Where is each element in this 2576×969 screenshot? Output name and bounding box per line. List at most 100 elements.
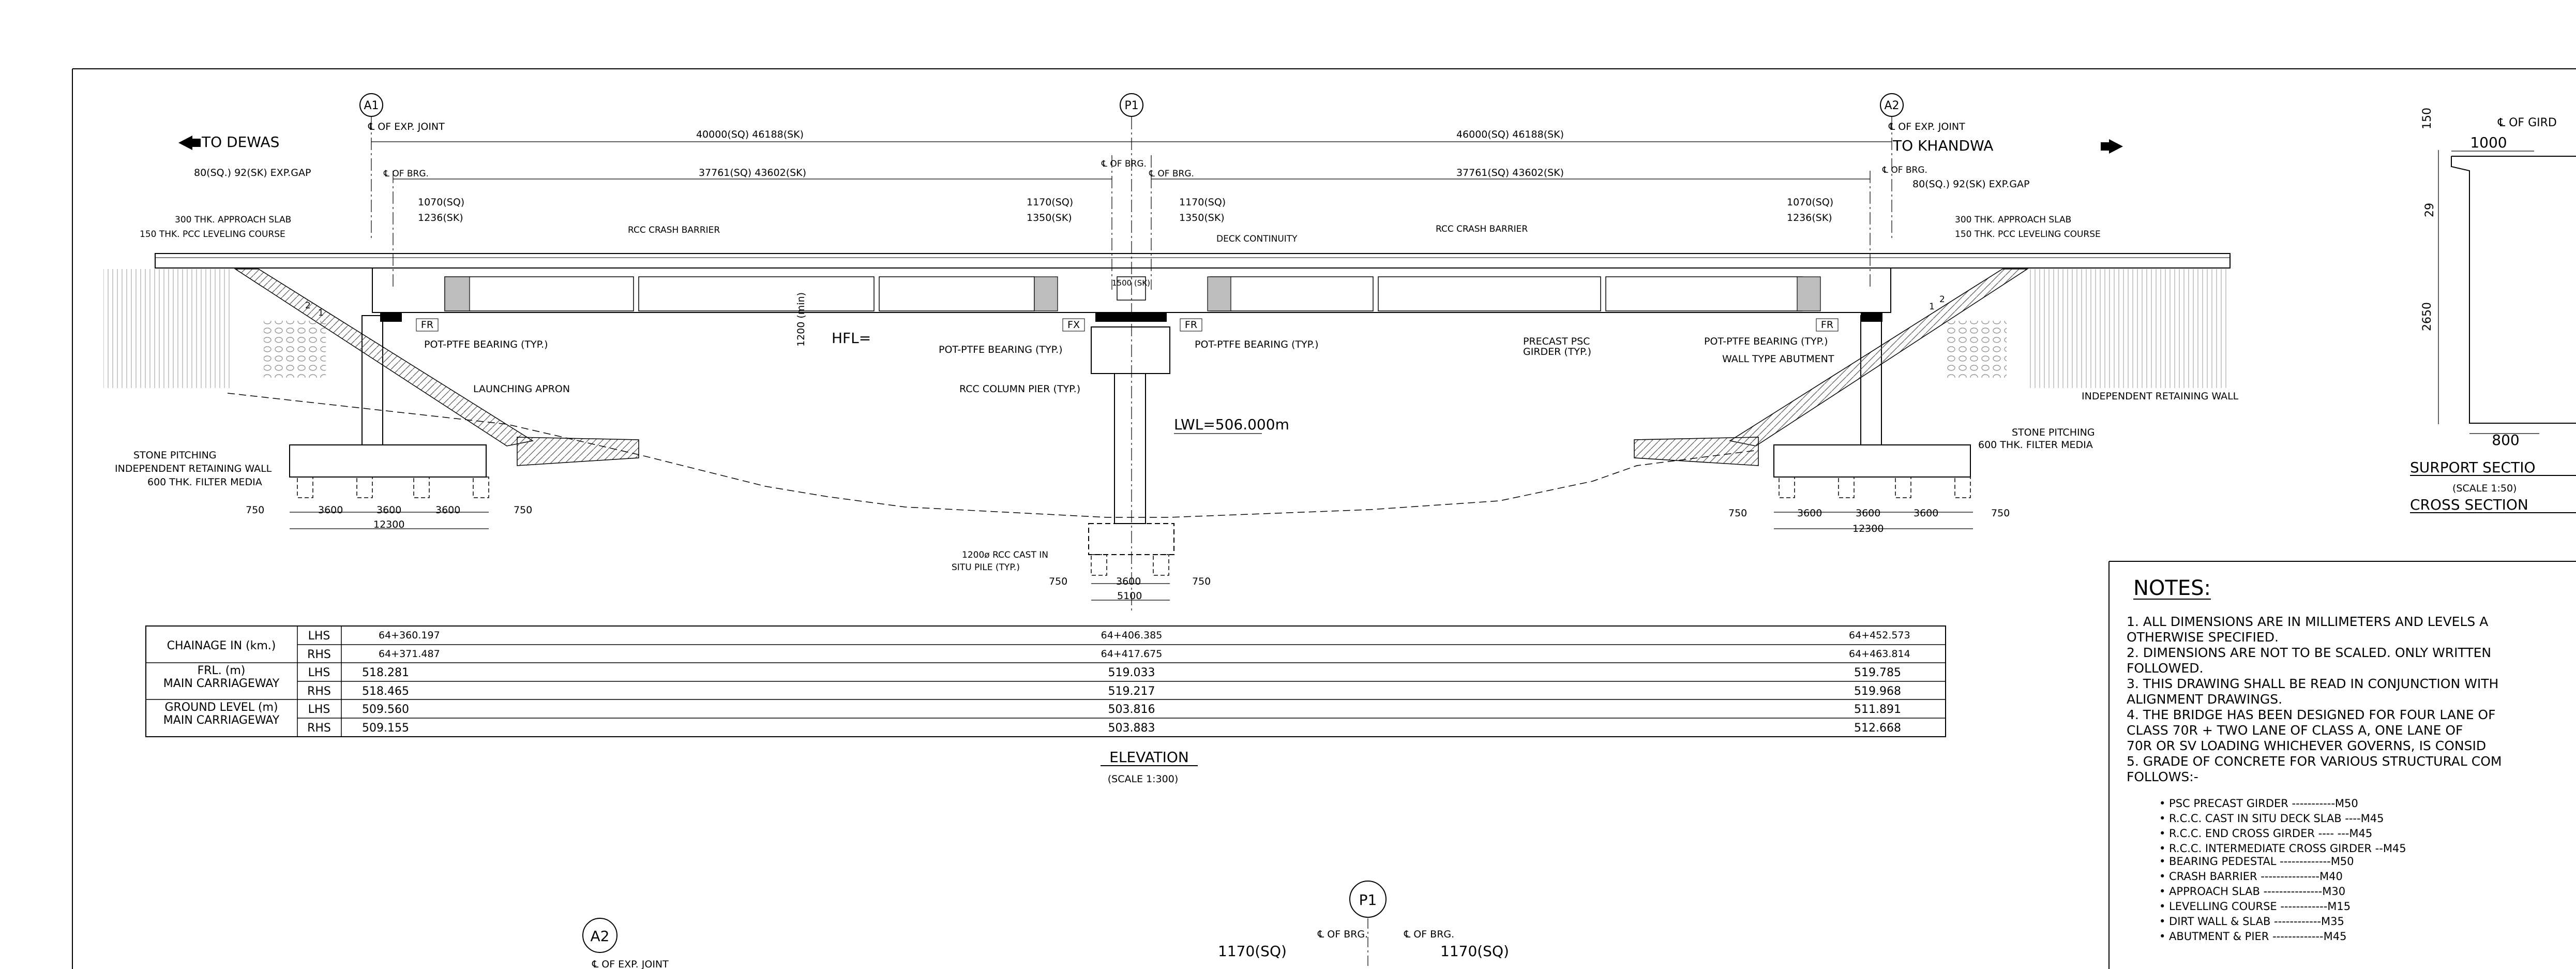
span1-overall-dim: 40000(SQ) 46188(SK)	[696, 129, 804, 140]
bearing-label-left: POT-PTFE BEARING (TYP.)	[424, 339, 548, 350]
dim-3600-l3: 3600	[435, 504, 460, 516]
dim-1000: 1000	[2470, 134, 2507, 151]
dim-1170-pr: 1170(SQ)	[1179, 197, 1226, 208]
side-4: LHS	[308, 703, 330, 716]
exp-gap-left: 80(SQ.) 92(SK) EXP.GAP	[194, 167, 311, 178]
precast-girder-label-1: PRECAST PSC	[1523, 336, 1590, 347]
bearing-label-pier-left: POT-PTFE BEARING (TYP.)	[939, 344, 1063, 355]
support-section: ℄ OF GIRD 1000 150 29 2650 800 SURPORT S…	[2410, 108, 2576, 513]
plan-a2-label: A2	[591, 928, 610, 945]
pile-label-1: 1200ø RCC CAST IN	[962, 550, 1048, 560]
abutment-footing-right	[1773, 444, 1971, 478]
pcc-leveling-right: 150 THK. PCC LEVELING COURSE	[1955, 229, 2101, 240]
exp-joint-label-right: ℄ OF EXP. JOINT	[1888, 121, 1965, 132]
grid-label-p1: P1	[1124, 99, 1138, 112]
lwl-label: LWL=506.000m	[1174, 416, 1289, 433]
direction-right-label: TO KHANDWA	[1892, 137, 1993, 154]
crash-barrier-left: RCC CRASH BARRIER	[628, 225, 720, 235]
dim-750-r1: 750	[1728, 508, 1747, 519]
svg-text:• LEVELLING COURSE -----------: • LEVELLING COURSE ------------M15	[2159, 900, 2351, 913]
levels-table: CHAINAGE IN (km.) FRL. (m) MAIN CARRIAGE…	[145, 625, 1946, 785]
direction-left-label: TO DEWAS	[201, 133, 279, 151]
fr-tag-left: FR	[416, 318, 439, 332]
notes-panel: NOTES: 1. ALL DIMENSIONS ARE IN MILLIMET…	[2108, 561, 2576, 969]
dim-29: 29	[2423, 203, 2436, 217]
centre-lines	[371, 117, 1892, 610]
grid-marker-p1: P1	[1120, 93, 1143, 117]
brg-label-p1b: ℄ OF BRG.	[1149, 169, 1194, 179]
span2-brg-dim: 37761(SQ) 43602(SK)	[1456, 167, 1564, 178]
pile-cap	[1088, 523, 1174, 555]
cell-1-p1: 64+417.675	[1101, 648, 1163, 660]
dim-5100: 5100	[1117, 590, 1142, 602]
plan-brg-right: ℄ OF BRG.	[1404, 929, 1454, 940]
dim-750-l2: 750	[514, 504, 532, 516]
svg-text:FX: FX	[1067, 319, 1080, 331]
ground-hatch-right	[2027, 269, 2230, 388]
abutment-wall-right	[1860, 315, 1882, 445]
dim-150: 150	[2421, 108, 2434, 129]
side-3: RHS	[307, 685, 331, 698]
plan-view: A2 ℄ OF EXP. JOINT P1 ℄ OF BRG. ℄ OF BRG…	[582, 881, 1509, 969]
svg-text:5. GRADE OF CONCRETE FOR: 5. GRADE OF CONCRETE FOR VARIOUS STRUCTU…	[2127, 754, 2502, 769]
girder-section-outline	[2451, 156, 2576, 424]
side-2: LHS	[308, 666, 330, 679]
direction-left-arrow-icon	[178, 136, 201, 150]
elevation-scale: (SCALE 1:300)	[1108, 773, 1179, 785]
side-5: RHS	[307, 722, 331, 735]
dim-800: 800	[2492, 431, 2519, 449]
cell-5-a1: 509.155	[362, 722, 409, 735]
plan-exp-joint: ℄ OF EXP. JOINT	[592, 959, 669, 969]
dim-2650: 2650	[2421, 302, 2434, 331]
plan-p1-label: P1	[1359, 891, 1377, 908]
filter-media-label-right: 600 THK. FILTER MEDIA	[1978, 439, 2093, 451]
filter-media-label-left: 600 THK. FILTER MEDIA	[147, 476, 262, 488]
svg-text:• R.C.C. CAST IN SITU DECK SLA: • R.C.C. CAST IN SITU DECK SLAB ----M45	[2159, 812, 2384, 825]
cell-3-p1: 519.217	[1108, 685, 1155, 698]
dim-1350-pl: 1350(SK)	[1027, 212, 1072, 223]
dim-1350-pr: 1350(SK)	[1179, 212, 1225, 223]
row-label-frl: FRL. (m)	[198, 664, 246, 677]
dim-750-p2: 750	[1192, 576, 1211, 587]
dim-1236-left: 1236(SK)	[418, 212, 463, 223]
svg-text:FOLLOWS:-: FOLLOWS:-	[2127, 769, 2198, 784]
row-label-frl-mc: MAIN CARRIAGEWAY	[163, 677, 280, 690]
brg-label-p1a: ℄ OF BRG.	[1101, 159, 1147, 169]
dim-1070-left: 1070(SQ)	[418, 197, 464, 208]
column-pier-label: RCC COLUMN PIER (TYP.)	[959, 383, 1080, 395]
stone-pitching-label-left: STONE PITCHING	[133, 450, 217, 461]
grid-marker-a1: A1	[359, 93, 383, 117]
elevation-title: ELEVATION	[1109, 749, 1189, 766]
cell-3-a1: 518.465	[362, 685, 409, 698]
svg-text:• PSC PRECAST GIRDER ---------: • PSC PRECAST GIRDER -----------M50	[2159, 797, 2358, 810]
hfl-dim: 1200 (min)	[795, 292, 807, 347]
svg-text:• R.C.C. END CROSS GIRDER ----: • R.C.C. END CROSS GIRDER ---- ---M45	[2159, 827, 2372, 840]
svg-text:• ABUTMENT & PIER ------------: • ABUTMENT & PIER -------------M45	[2159, 930, 2346, 943]
cell-2-p1: 519.033	[1108, 666, 1155, 679]
dim-750-r2: 750	[1991, 508, 2010, 519]
fr-tag-pier: FR	[1180, 318, 1202, 332]
svg-text:FR: FR	[421, 319, 433, 331]
stone-pitching-label-right: STONE PITCHING	[2012, 427, 2095, 438]
slope-2-right: 2	[1939, 294, 1945, 305]
dim-3600-l2: 3600	[376, 504, 401, 516]
cell-2-a2: 519.785	[1854, 666, 1901, 679]
brg-label-a1: ℄ OF BRG.	[383, 169, 429, 179]
span2-overall-dim: 46000(SQ) 46188(SK)	[1456, 129, 1564, 140]
svg-text:2. DIMENSIONS ARE NOT TO: 2. DIMENSIONS ARE NOT TO BE SCALED. ONLY…	[2127, 645, 2491, 660]
cell-0-a2: 64+452.573	[1849, 630, 1910, 641]
cell-1-a2: 64+463.814	[1849, 648, 1910, 660]
cell-0-a1: 64+360.197	[379, 630, 440, 641]
slope-1-left: 1	[318, 308, 324, 318]
pcc-leveling-left: 150 THK. PCC LEVELING COURSE	[140, 229, 285, 240]
concrete-grades: • PSC PRECAST GIRDER -----------M50 • R.…	[2159, 797, 2406, 943]
cell-1-a1: 64+371.487	[379, 648, 440, 660]
bearing-label-pier-right: POT-PTFE BEARING (TYP.)	[1195, 339, 1319, 350]
cell-4-a1: 509.560	[362, 703, 409, 716]
pier-cap-dim: 1500 (SK)	[1112, 278, 1150, 288]
svg-text:• BEARING PEDESTAL -----------: • BEARING PEDESTAL -------------M50	[2159, 855, 2354, 868]
precast-girder-label-2: GIRDER (TYP.)	[1523, 346, 1591, 357]
dim-12300-right: 12300	[1852, 523, 1884, 534]
brg-label-a2: ℄ OF BRG.	[1882, 165, 1927, 175]
